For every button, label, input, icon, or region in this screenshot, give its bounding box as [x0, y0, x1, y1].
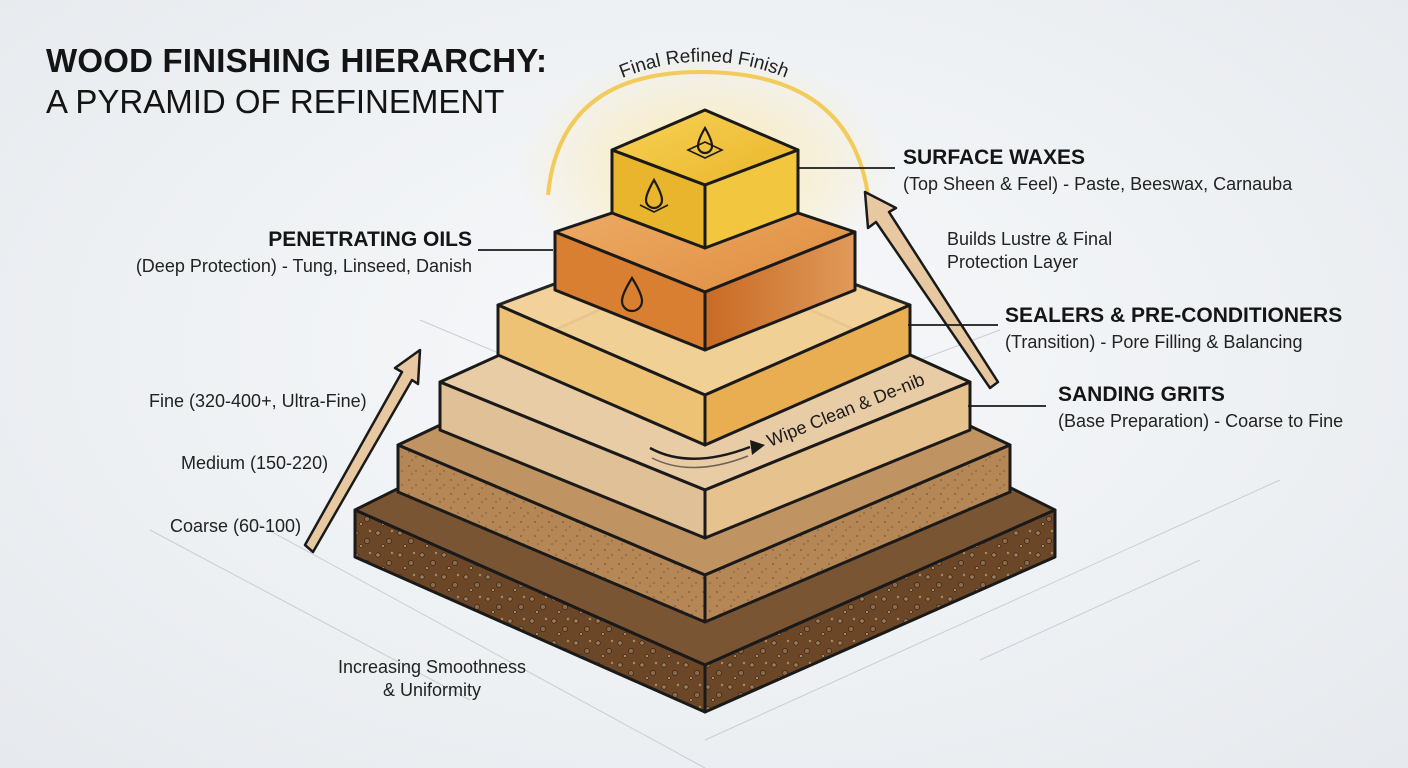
title-line-2: A PYRAMID OF REFINEMENT: [46, 83, 505, 120]
label-penetrating-oils: PENETRATING OILS (Deep Protection) - Tun…: [136, 228, 472, 277]
halo-arc: [546, 69, 870, 196]
page-title: WOOD FINISHING HIERARCHY: A PYRAMID OF R…: [46, 44, 547, 118]
drop-icon: [620, 275, 644, 313]
wipe-arrowhead: [750, 440, 765, 455]
label-surface-waxes: SURFACE WAXES (Top Sheen & Feel) - Paste…: [903, 146, 1292, 195]
surface-waxes-detail: (Top Sheen & Feel) - Paste, Beeswax, Car…: [903, 174, 1293, 194]
builds-lustre-arrow: [863, 190, 1000, 390]
layer-wax-cube: [610, 108, 800, 250]
penetrating-oils-heading: PENETRATING OILS: [268, 228, 472, 251]
bottom-note-line-1: Increasing Smoothness: [337, 657, 527, 677]
increasing-grit-arrow: [303, 348, 422, 554]
drop-icon: [686, 125, 724, 159]
penetrating-oils-detail: (Deep Protection) - Tung, Linseed, Danis…: [135, 256, 472, 276]
bottom-note-line-2: & Uniformity: [382, 680, 481, 700]
sanding-grits-heading: SANDING GRITS: [1058, 383, 1225, 406]
grit-fine-label: Fine (320-400+, Ultra-Fine): [149, 391, 367, 411]
sealers-heading: SEALERS & PRE-CONDITIONERS: [1005, 304, 1343, 327]
bottom-note: Increasing Smoothness & Uniformity: [331, 656, 533, 702]
label-sealers: SEALERS & PRE-CONDITIONERS (Transition) …: [1005, 304, 1342, 353]
title-line-1: WOOD FINISHING HIERARCHY:: [46, 42, 548, 79]
sealers-detail: (Transition) - Pore Filling & Balancing: [1005, 332, 1303, 352]
surface-waxes-heading: SURFACE WAXES: [903, 146, 1086, 169]
sanding-grits-detail: (Base Preparation) - Coarse to Fine: [1058, 411, 1344, 431]
builds-lustre-note: Builds Lustre & Final Protection Layer: [947, 228, 1112, 274]
grit-medium-label: Medium (150-220): [181, 453, 329, 473]
label-sanding-grits: SANDING GRITS (Base Preparation) - Coars…: [1058, 383, 1343, 432]
wipe-arrow: [649, 445, 751, 460]
grit-coarse-label: Coarse (60-100): [170, 516, 302, 536]
builds-lustre-line-2: Protection Layer: [947, 252, 1079, 272]
drop-icon: [639, 177, 669, 213]
leader-lines: [478, 167, 1046, 407]
builds-lustre-line-1: Builds Lustre & Final: [947, 229, 1113, 249]
